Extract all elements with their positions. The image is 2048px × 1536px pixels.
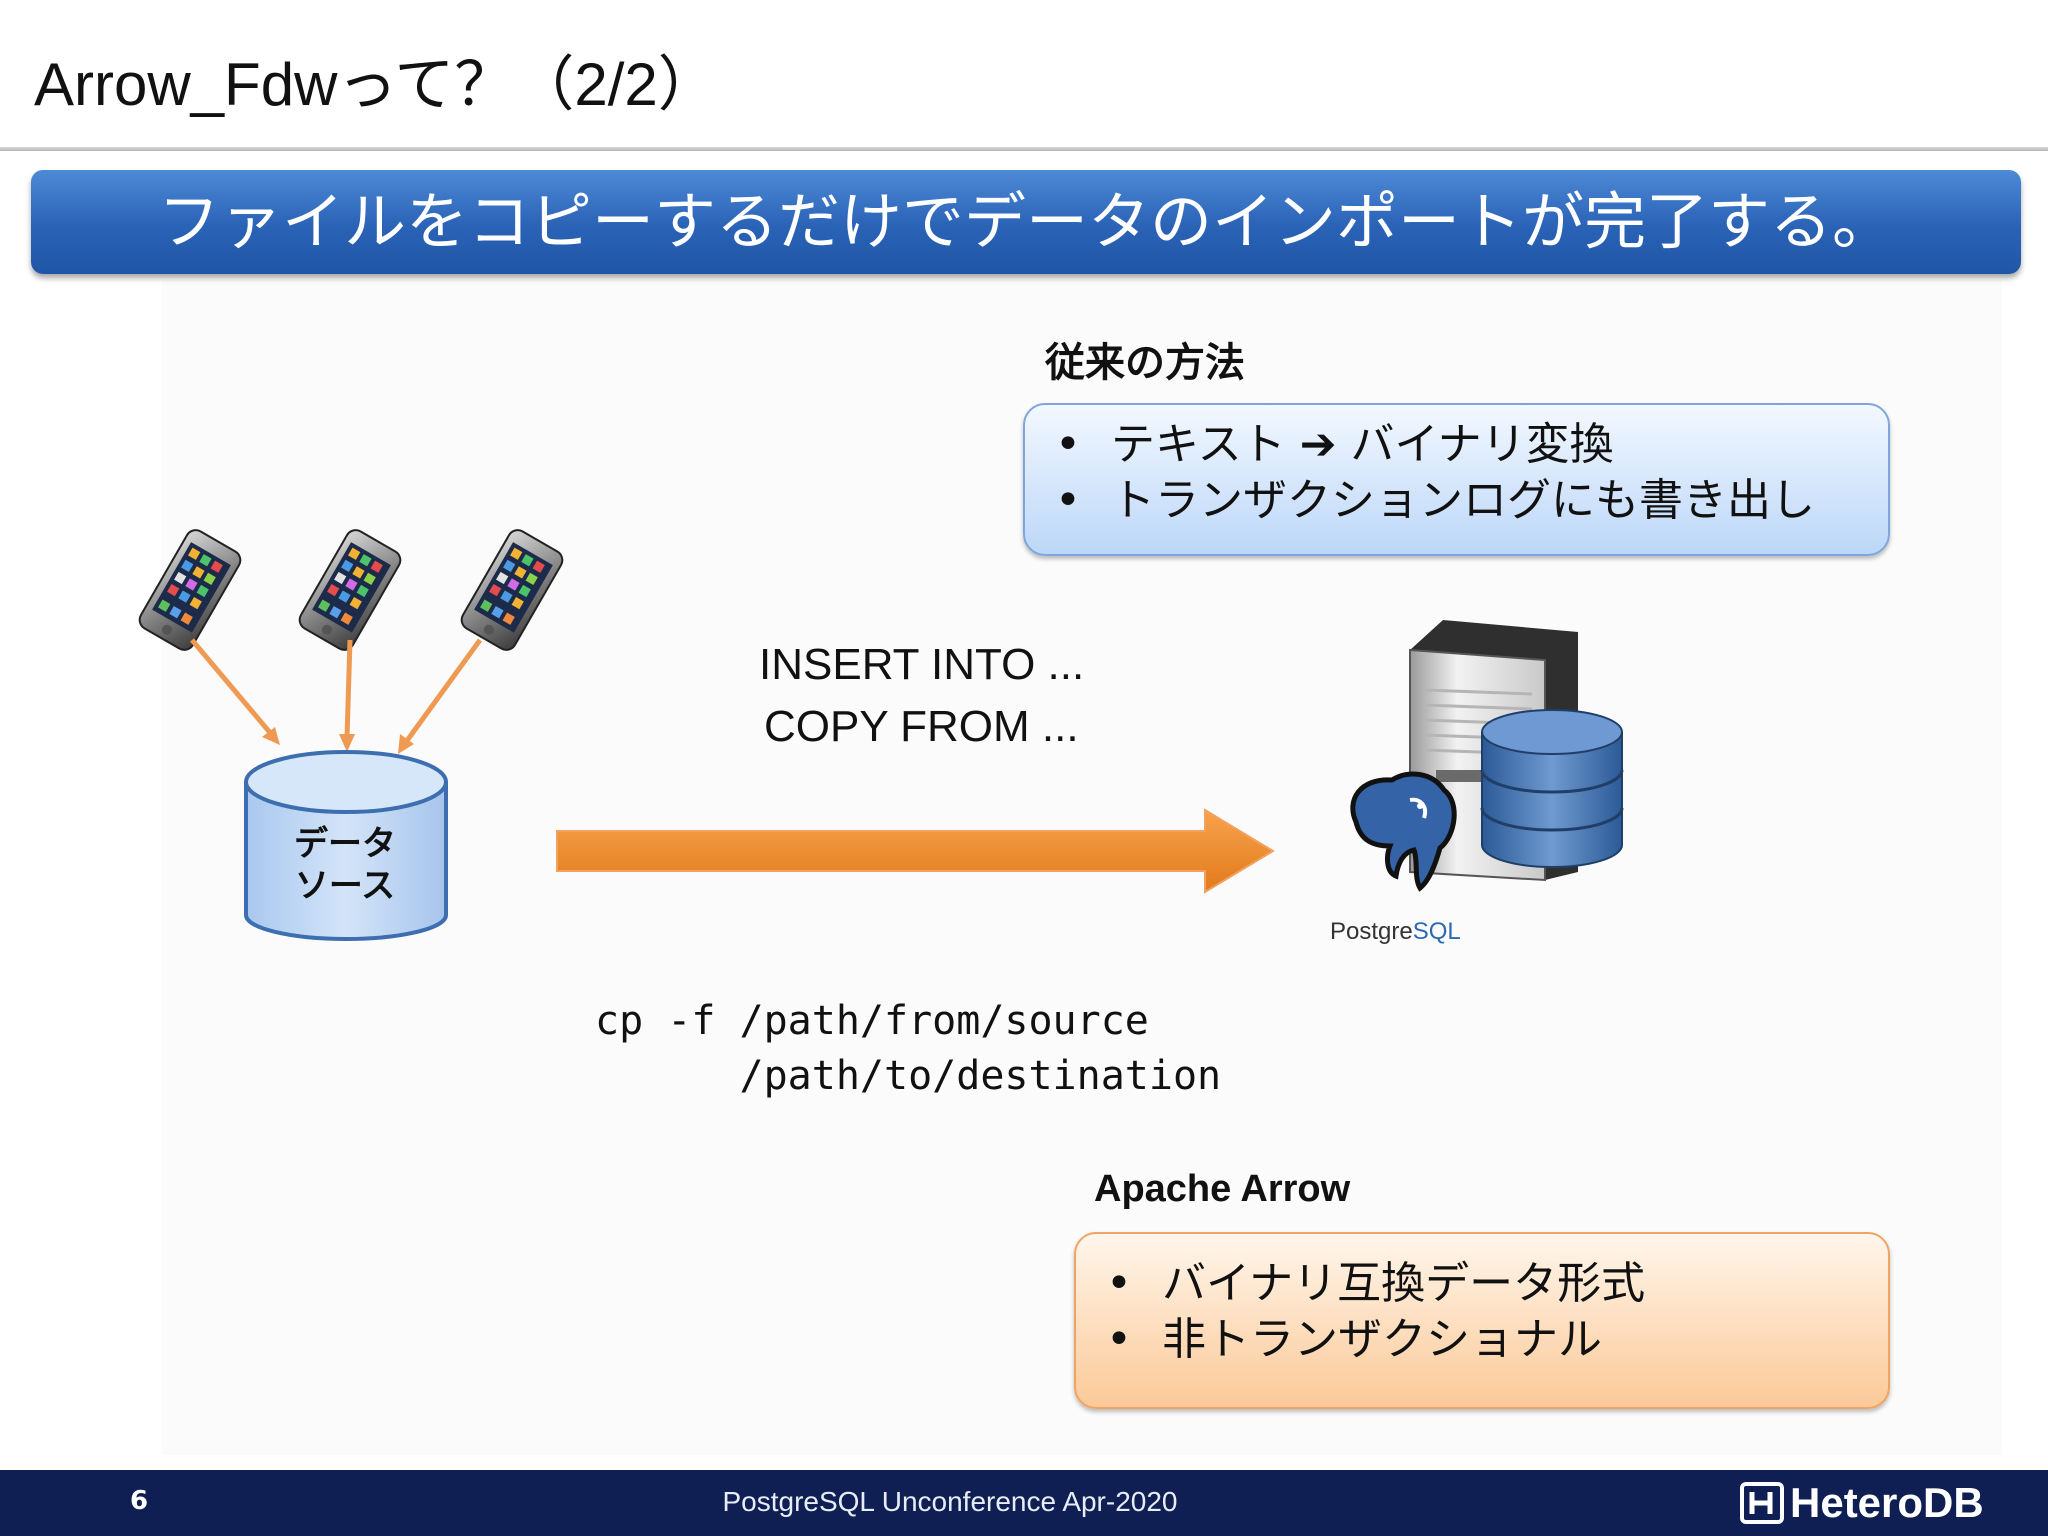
traditional-item-text: テキスト ➔ バイナリ変換 <box>1111 419 1614 470</box>
database-stack-icon <box>1480 709 1624 868</box>
bullet-dot: • <box>1106 1314 1132 1365</box>
flow-diagram <box>135 525 1624 941</box>
heterodb-logo-icon <box>1740 1482 1784 1524</box>
traditional-item-text: トランザクションログにも書き出し <box>1111 475 1815 526</box>
copy-command-line: /path/to/destination <box>595 1053 1222 1099</box>
postgresql-elephant-icon <box>1350 771 1457 892</box>
bullet-dot: • <box>1055 419 1081 470</box>
postgresql-label: PostgreSQL <box>1330 918 1461 946</box>
postgresql-label-suffix: SQL <box>1412 918 1461 945</box>
apache-arrow-item-text: 非トランザクショナル <box>1162 1314 1602 1365</box>
apache-arrow-item-text: バイナリ互換データ形式 <box>1162 1258 1646 1309</box>
page-number: 6 <box>130 1486 149 1516</box>
transfer-arrow <box>556 808 1275 894</box>
smartphone-icon <box>295 525 405 655</box>
copy-command-line: cp -f /path/from/source <box>595 998 1149 1044</box>
smartphone-icon <box>135 525 245 655</box>
traditional-method-heading: 従来の方法 <box>1045 340 1245 386</box>
traditional-method-box: • テキスト ➔ バイナリ変換 • トランザクションログにも書き出し <box>1023 403 1890 556</box>
sql-insert-text: INSERT INTO ... <box>759 640 1085 689</box>
smartphone-icon <box>457 525 567 655</box>
heterodb-logo: HeteroDB <box>1740 1477 1984 1529</box>
bullet-dot: • <box>1106 1258 1132 1309</box>
bullet-dot: • <box>1055 475 1081 526</box>
headline-banner: ファイルをコピーするだけでデータのインポートが完了する。 <box>31 170 2021 274</box>
slide-title: Arrow_Fdwって？（2/2） <box>34 51 718 118</box>
sql-copy-text: COPY FROM ... <box>764 702 1079 751</box>
traditional-item: • トランザクションログにも書き出し <box>1055 473 1888 529</box>
footer-bar <box>0 1470 2048 1536</box>
database-cylinder-icon <box>244 750 448 941</box>
apache-arrow-item: • バイナリ互換データ形式 <box>1106 1256 1888 1312</box>
apache-arrow-item: • 非トランザクショナル <box>1106 1312 1888 1368</box>
traditional-item: • テキスト ➔ バイナリ変換 <box>1055 417 1888 473</box>
footer-caption: PostgreSQL Unconference Apr-2020 <box>722 1486 1178 1517</box>
apache-arrow-box: • バイナリ互換データ形式 • 非トランザクショナル <box>1074 1232 1890 1409</box>
title-divider <box>0 147 2048 151</box>
logo-text: HeteroDB <box>1790 1479 1984 1526</box>
postgresql-label-prefix: Postgre <box>1330 918 1413 945</box>
data-source-label: データ ソース <box>294 824 396 906</box>
upload-arrows <box>190 638 483 754</box>
apache-arrow-heading: Apache Arrow <box>1094 1168 1351 1210</box>
